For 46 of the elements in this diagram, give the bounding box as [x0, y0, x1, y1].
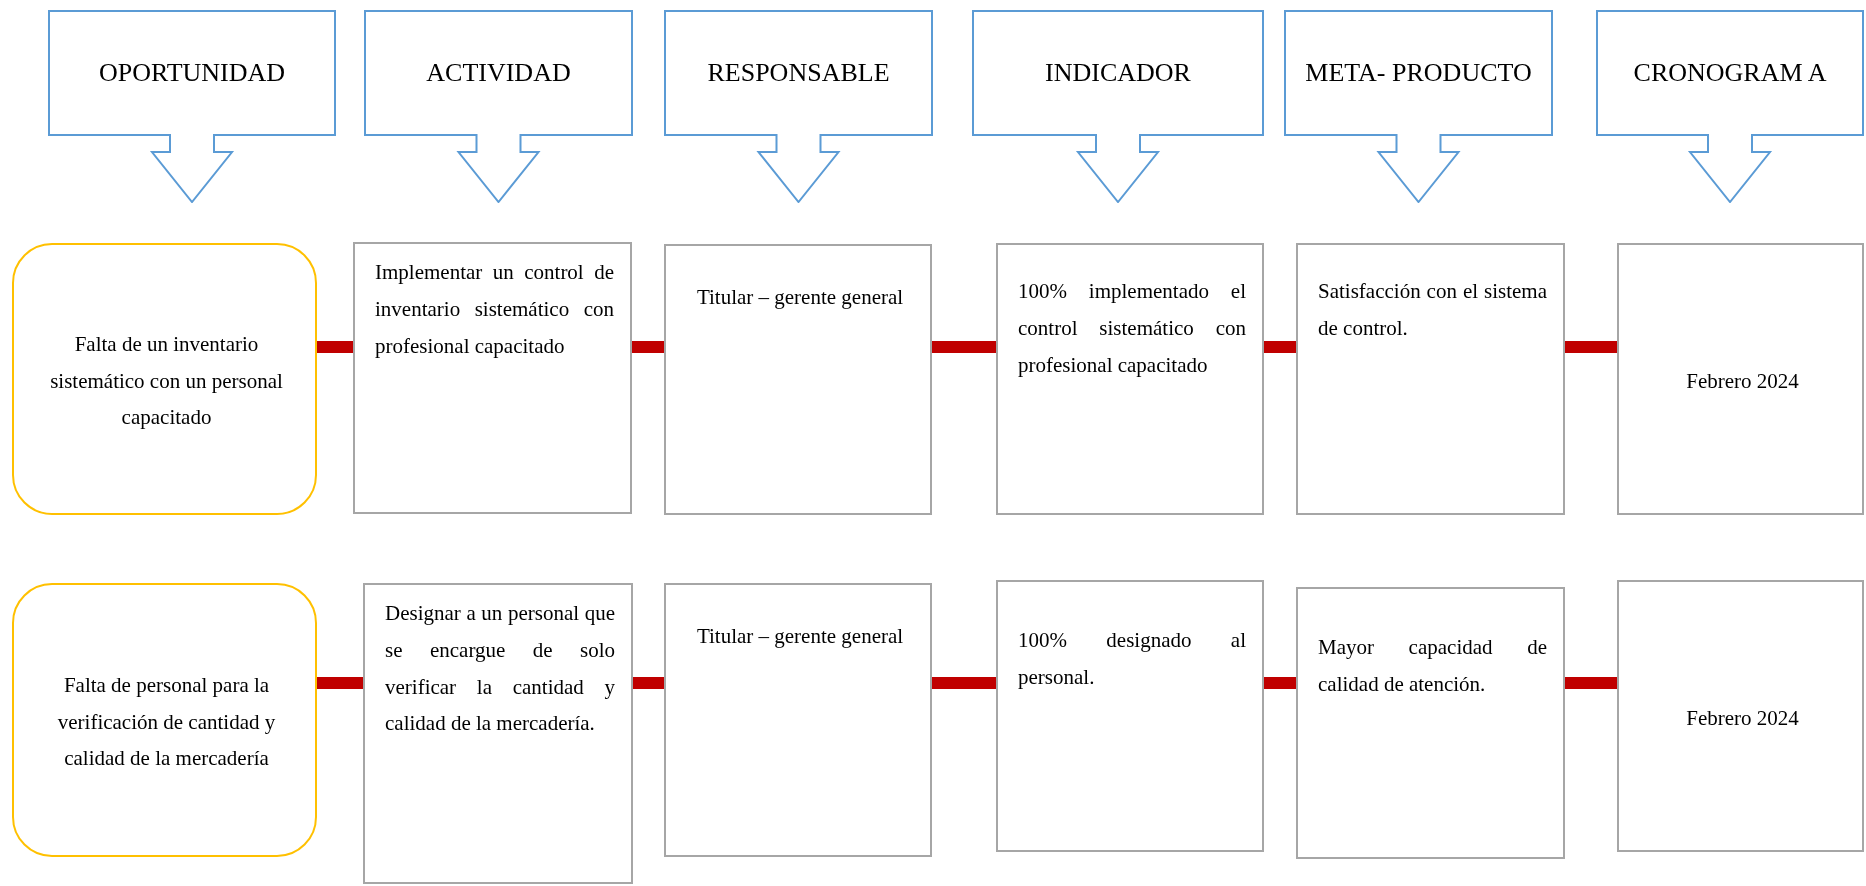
column-heading: ACTIVIDAD — [425, 56, 572, 89]
process-box — [664, 583, 932, 857]
connector-line — [1264, 341, 1296, 353]
connector-line — [1264, 677, 1296, 689]
connector-line — [1565, 677, 1617, 689]
connector-line — [932, 677, 996, 689]
process-box — [664, 244, 932, 515]
box-text: Titular – gerente general — [695, 623, 905, 650]
down-arrow-callout — [364, 10, 633, 203]
box-text: Satisfacción con el sistema de control. — [1318, 278, 1547, 342]
box-text: Mayor capacidad de calidad de atención. — [1318, 634, 1547, 698]
box-text: Implementar un control de inventario sistemático con profesional capacitado — [375, 259, 614, 360]
connector-line — [1565, 341, 1617, 353]
down-arrow-callout — [48, 10, 336, 203]
box-text: 100% implementado el control sistemático con profesional capacitado — [1018, 278, 1246, 379]
column-heading: CRONOGRAM A — [1632, 56, 1828, 89]
down-arrow-callout — [1596, 10, 1864, 203]
box-text: Falta de personal para la verificación de cantidad y calidad de la mercadería — [56, 671, 277, 773]
connector-line — [632, 341, 664, 353]
box-text: Designar a un personal que se encargue de solo verificar la cantidad y calidad de la mercadería. — [385, 600, 615, 738]
process-box — [1617, 243, 1864, 515]
box-text: 100% designado al personal. — [1018, 627, 1246, 691]
opportunity-box — [12, 243, 317, 515]
box-text: Febrero 2024 — [1685, 367, 1800, 395]
connector-line — [633, 677, 664, 689]
box-text: Falta de un inventario sistemático con un personal capacitado — [49, 330, 284, 432]
process-box — [363, 583, 633, 884]
column-heading: RESPONSABLE — [706, 56, 891, 89]
column-heading: META- PRODUCTO — [1304, 56, 1533, 89]
process-box — [1617, 580, 1864, 852]
process-box — [996, 580, 1264, 852]
connector-line — [317, 677, 363, 689]
process-box — [1296, 243, 1565, 515]
connector-line — [932, 341, 996, 353]
process-box — [1296, 587, 1565, 859]
down-arrow-callout — [1284, 10, 1553, 203]
connector-line — [317, 341, 353, 353]
down-arrow-callout — [664, 10, 933, 203]
box-text: Febrero 2024 — [1685, 704, 1800, 732]
down-arrow-callout — [972, 10, 1264, 203]
process-box — [353, 242, 632, 514]
process-box — [996, 243, 1264, 515]
column-heading: OPORTUNIDAD — [97, 56, 287, 89]
column-heading: INDICADOR — [1044, 56, 1192, 89]
box-text: Titular – gerente general — [695, 284, 905, 311]
opportunity-box — [12, 583, 317, 857]
